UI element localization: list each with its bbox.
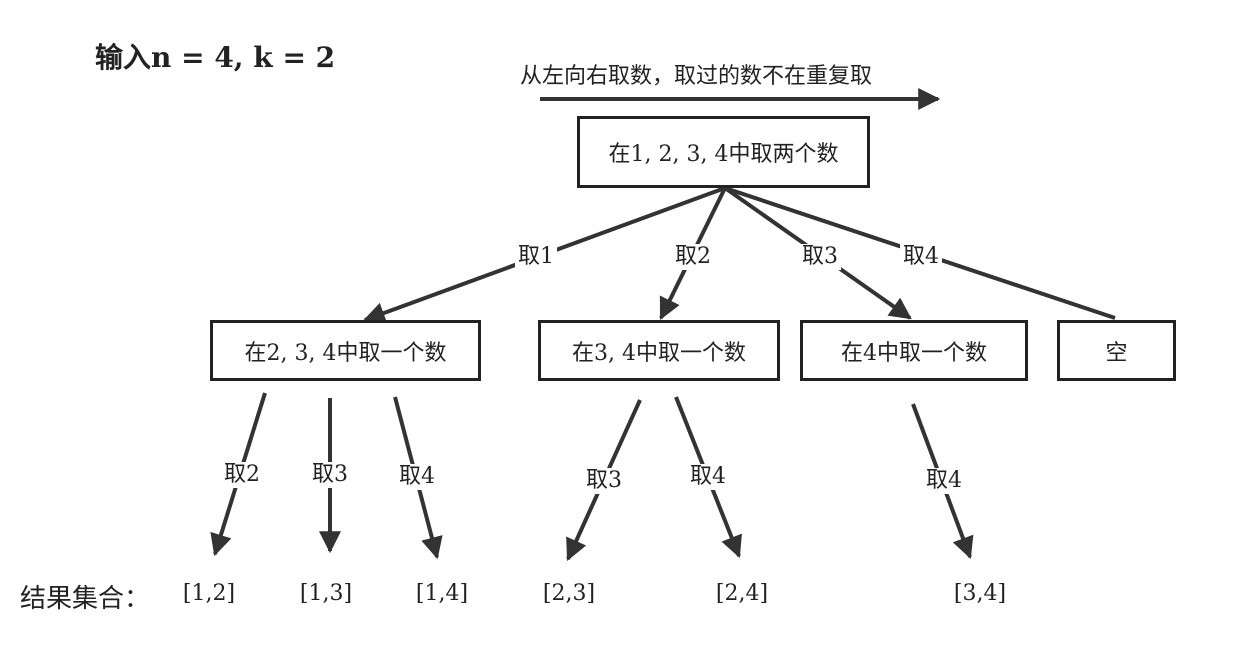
edge-label-pick1-4: 取4 — [396, 464, 438, 490]
edge-label-pick2-4: 取4 — [687, 464, 729, 490]
edge-label-pick3-4: 取4 — [923, 468, 965, 494]
node-pick-from-2-3-4: 在2, 3, 4中取一个数 — [210, 320, 481, 381]
node-root: 在1, 2, 3, 4中取两个数 — [577, 116, 870, 188]
direction-note: 从左向右取数，取过的数不在重复取 — [520, 64, 873, 89]
result-1-3: [1,3] — [299, 581, 353, 606]
result-2-4: [2,4] — [715, 581, 769, 606]
input-title: 输入n = 4, k = 2 — [95, 41, 336, 74]
edge-label-pick2-3: 取3 — [583, 468, 625, 494]
edge-label-root-4: 取4 — [900, 244, 942, 270]
node-empty: 空 — [1057, 320, 1176, 381]
result-1-4: [1,4] — [415, 581, 469, 606]
edge-label-root-3: 取3 — [799, 244, 841, 270]
edge-label-root-2: 取2 — [672, 244, 714, 270]
edge-label-pick1-3: 取3 — [309, 462, 351, 488]
edge-label-pick1-2: 取2 — [221, 462, 263, 488]
result-1-2: [1,2] — [182, 581, 236, 606]
node-pick-from-4: 在4中取一个数 — [800, 320, 1028, 381]
node-pick-from-3-4: 在3, 4中取一个数 — [538, 320, 780, 381]
edge-label-root-1: 取1 — [515, 244, 557, 270]
result-title: 结果集合： — [20, 584, 151, 614]
result-2-3: [2,3] — [542, 581, 596, 606]
result-3-4: [3,4] — [953, 581, 1007, 606]
